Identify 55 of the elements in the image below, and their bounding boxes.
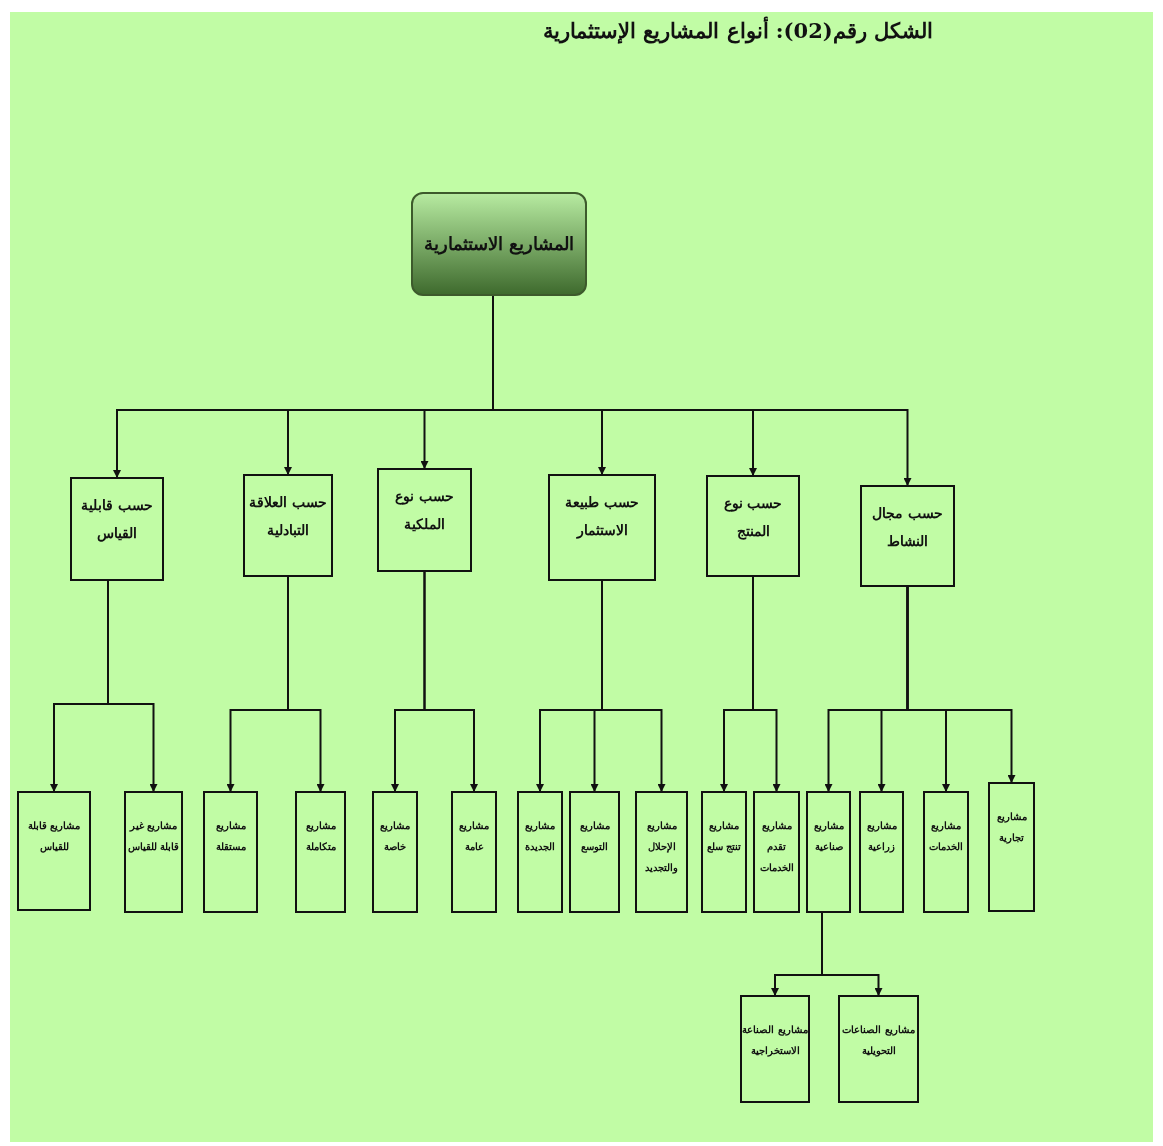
- box-label: مشاريع التوسع: [578, 819, 611, 855]
- box-label: مشاريع قابلة للقياس: [26, 819, 82, 855]
- project-type-box: [859, 791, 904, 913]
- box-label: حسب نوع الملكية: [394, 487, 455, 534]
- connector-arrow: [226, 576, 289, 792]
- box-label: مشاريع غير قابلة للقياس: [126, 819, 181, 855]
- project-type-box: [923, 791, 969, 913]
- box-label: المشاريع الاستثمارية: [423, 232, 575, 257]
- box-label: مشاريع تنتج سلع: [705, 819, 743, 855]
- category-box: [548, 474, 656, 581]
- category-box: [70, 477, 164, 581]
- project-type-box: [372, 791, 418, 913]
- figure-title: الشكل رقم(02): أنواع المشاريع الإستثمارية: [542, 18, 933, 43]
- box-label: مشاريع الصناعات التحويلية: [841, 1023, 916, 1059]
- box-label: مشاريع زراعية: [865, 819, 898, 855]
- connector-arrow: [391, 571, 426, 792]
- box-label: مشاريع الجديدة: [524, 819, 556, 854]
- box-label: مشاريع خاصة: [379, 819, 411, 854]
- project-type-box: [806, 791, 851, 913]
- category-box: [706, 475, 800, 577]
- project-type-box: [124, 791, 183, 913]
- box-label: مشاريع صناعية: [812, 819, 845, 854]
- box-label: مشاريع الإحلال والتجديد: [644, 819, 679, 876]
- box-label: حسب نوع المنتج: [722, 494, 784, 542]
- project-type-box: [701, 791, 747, 913]
- connector-arrow: [50, 580, 109, 792]
- box-label: مشاريع الخدمات: [928, 819, 964, 854]
- project-type-box: [203, 791, 258, 913]
- box-label: مشاريع متكاملة: [304, 819, 337, 854]
- box-label: مشاريع الصناعة الاستخراجية: [742, 1023, 808, 1059]
- box-label: حسب طبيعة الاستثمار: [564, 493, 640, 541]
- project-type-box: [753, 791, 800, 913]
- project-type-box: [17, 791, 91, 911]
- project-type-box: [988, 782, 1035, 912]
- box-label: حسب مجال النشاط: [871, 504, 944, 551]
- box-label: مشاريع عامة: [458, 819, 490, 854]
- connector-arrow: [720, 576, 754, 792]
- box-label: مشاريع تجارية: [995, 810, 1028, 846]
- root-box: [411, 192, 587, 296]
- project-type-box: [451, 791, 497, 913]
- connector-arrow: [536, 580, 603, 792]
- box-label: مشاريع مستقلة: [214, 819, 247, 854]
- box-label: حسب العلاقة التبادلية: [249, 493, 327, 540]
- category-box: [860, 485, 955, 587]
- project-type-box: [740, 995, 810, 1103]
- project-type-box: [295, 791, 346, 913]
- project-type-box: [838, 995, 919, 1103]
- category-box: [243, 474, 333, 577]
- box-label: مشاريع تقدم الخدمات: [758, 819, 795, 875]
- project-type-box: [635, 791, 688, 913]
- category-box: [377, 468, 472, 572]
- box-label: حسب قابلية القياس: [80, 496, 154, 544]
- connector-arrow: [824, 586, 909, 792]
- project-type-box: [569, 791, 620, 913]
- project-type-box: [517, 791, 563, 913]
